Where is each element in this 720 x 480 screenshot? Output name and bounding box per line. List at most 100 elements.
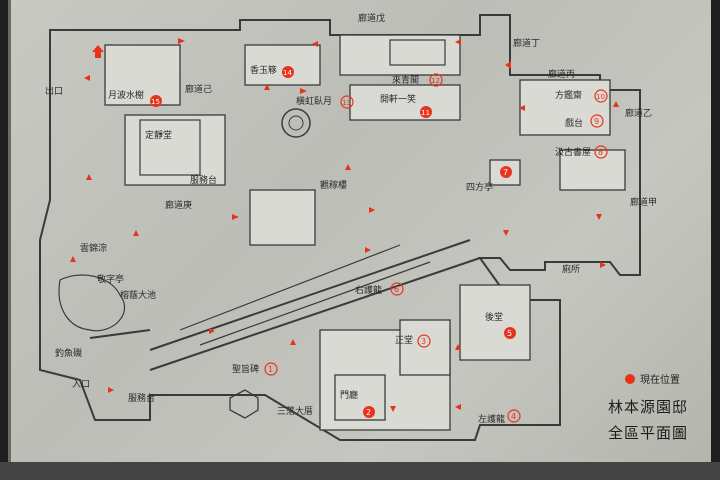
- sifang-label: 四方亭: [466, 181, 493, 193]
- xitai-label: 戲台: [565, 117, 583, 129]
- shengzhi-stele: [229, 389, 259, 419]
- exit-label: 出口: [45, 85, 63, 97]
- arrow-icon: [209, 328, 215, 334]
- arrow-icon: [519, 105, 525, 111]
- corridor-bing-label: 廊道丙: [548, 68, 575, 80]
- marker-7: 7: [500, 166, 512, 178]
- diaoyu-label: 釣魚磯: [55, 347, 82, 359]
- dingjing-label: 定靜堂: [145, 129, 172, 141]
- entry-label: 入口: [72, 379, 90, 390]
- marker-12: 12: [429, 73, 443, 87]
- houtang-building: [459, 284, 531, 361]
- map-title-line2: 全區平面圖: [608, 424, 688, 442]
- number-markers: 1 2 3 4 5 6 7 8 9 10 11 12 13 14 15: [150, 66, 608, 423]
- arrow-icon: [600, 262, 606, 268]
- svg-text:12: 12: [431, 77, 440, 85]
- route-arrows: [70, 38, 619, 412]
- hengh-label: 橫虹臥月: [296, 95, 332, 107]
- corridor-jia-label: 廊道甲: [630, 196, 657, 208]
- fuyin2-label: 服務台: [128, 392, 155, 404]
- svg-text:5: 5: [507, 329, 512, 338]
- floor-strip: [0, 462, 720, 480]
- arrow-icon: [596, 214, 602, 220]
- arrow-icon: [312, 41, 318, 47]
- houtang-label: 後堂: [485, 311, 503, 323]
- arrow-icon: [264, 84, 270, 90]
- marker-6: 6: [390, 282, 404, 296]
- marker-2: 2: [363, 406, 375, 418]
- arrow-icon: [455, 39, 461, 45]
- fuyin-label: 服務台: [190, 174, 217, 186]
- guanjia-label: 觀稼樓: [320, 179, 347, 191]
- arrow-icon: [613, 101, 619, 107]
- marker-14: 14: [282, 66, 294, 78]
- youhu-label: 右護龍: [355, 284, 382, 296]
- svg-text:8: 8: [598, 148, 603, 157]
- yuebo-label: 月波水榭: [108, 89, 144, 101]
- jigu-label: 汲古書屋: [555, 146, 591, 158]
- yungui-label: 雲錦淙: [80, 242, 107, 254]
- rongyin-pond: [58, 274, 126, 332]
- marker-8: 8: [594, 145, 608, 159]
- arrow-icon: [505, 61, 511, 69]
- corridor-wu-label: 廊道戊: [358, 12, 385, 24]
- central-corridor: [89, 239, 481, 371]
- menting-building: [334, 374, 386, 421]
- marker-1: 1: [264, 362, 278, 376]
- svg-text:13: 13: [342, 99, 351, 107]
- arrow-icon: [178, 38, 185, 44]
- marker-13: 13: [340, 95, 354, 109]
- arrow-icon: [70, 256, 76, 262]
- svg-text:15: 15: [151, 98, 160, 106]
- menting-label: 門廳: [340, 389, 358, 401]
- svg-text:4: 4: [511, 412, 516, 421]
- arrow-icon: [365, 247, 371, 253]
- marker-9: 9: [590, 114, 604, 128]
- svg-text:6: 6: [394, 285, 399, 294]
- kaixuan-building: [349, 84, 461, 121]
- guanjia-building: [249, 189, 316, 246]
- shengzhi-label: 聖旨碑: [232, 363, 259, 375]
- svg-text:9: 9: [594, 117, 599, 126]
- marker-10: 10: [594, 89, 608, 103]
- marker-11: 11: [420, 106, 432, 118]
- svg-text:1: 1: [268, 365, 273, 374]
- svg-text:2: 2: [366, 408, 371, 417]
- corridor-yi-label: 廊道乙: [625, 107, 652, 119]
- zhengtang-label: 正堂: [395, 334, 413, 346]
- laiqing-building: [339, 34, 461, 76]
- marker-4: 4: [507, 409, 521, 423]
- arrow-icon: [290, 339, 296, 345]
- yuebo-building: [104, 44, 181, 106]
- arrow-icon: [345, 164, 351, 170]
- arrow-icon: [133, 230, 139, 236]
- site-boundary: [39, 14, 641, 441]
- arrow-icon: [86, 174, 92, 180]
- sanluo-label: 三落大厝: [277, 405, 313, 417]
- kaixuan-label: 開軒一笑: [380, 93, 416, 105]
- rongyin-label: 榕蔭大池: [120, 289, 156, 301]
- jingzi-label: 敬字亭: [97, 273, 124, 285]
- arrow-icon: [503, 230, 509, 236]
- corridor-geng-label: 廊道庚: [165, 199, 192, 211]
- corridor-ji-label: 廊道己: [185, 83, 212, 95]
- cesuo-label: 廁所: [562, 263, 580, 275]
- zuohu-label: 左護龍: [478, 413, 505, 425]
- arrow-icon: [369, 207, 375, 213]
- arrow-icon: [84, 75, 90, 81]
- xiangyu-building: [244, 44, 321, 86]
- arrow-icon: [108, 387, 114, 393]
- marker-5: 5: [504, 327, 516, 339]
- marker-15: 15: [150, 95, 162, 107]
- arrow-icon: [455, 344, 461, 350]
- marker-3: 3: [417, 334, 431, 348]
- xiangyu-label: 香玉簃: [250, 64, 277, 76]
- svg-text:14: 14: [283, 69, 292, 77]
- laiqing-label: 來青閣: [392, 74, 419, 86]
- dingjing-building: [124, 114, 226, 186]
- svg-text:10: 10: [596, 93, 605, 101]
- round-pond: [281, 108, 311, 138]
- arrow-icon: [390, 406, 396, 412]
